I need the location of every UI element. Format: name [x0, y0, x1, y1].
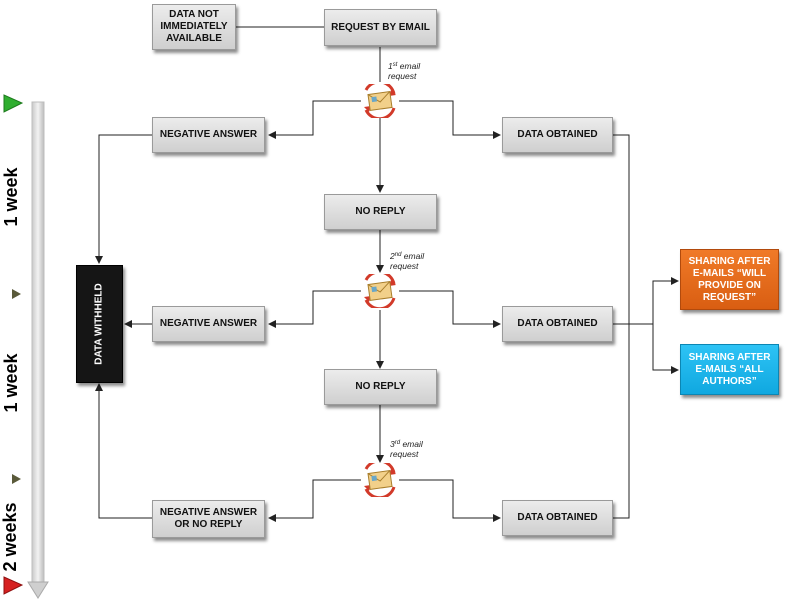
connector — [613, 134, 630, 519]
box-label: DATA OBTAINED — [517, 129, 598, 140]
box-label: REQUEST BY EMAIL — [331, 21, 430, 33]
connector — [268, 479, 361, 522]
data-obtained-box: DATA OBTAINED — [502, 306, 613, 342]
request-word: email — [402, 439, 423, 449]
box-label: DATA NOT IMMEDIATELY AVAILABLE — [160, 9, 228, 44]
timeline-label: 1 week — [1, 353, 21, 413]
box-label: SHARING AFTER E-MAILS “ALL AUTHORS” — [688, 351, 771, 387]
email-request-label: 1st email request — [388, 60, 420, 81]
end-marker-icon — [3, 576, 24, 595]
no-reply-box: NO REPLY — [324, 369, 437, 405]
box-label: DATA OBTAINED — [517, 318, 598, 329]
sharing-on-request-box: SHARING AFTER E-MAILS “WILL PROVIDE ON R… — [680, 249, 779, 310]
connector — [95, 134, 152, 264]
connector — [399, 100, 501, 139]
negative-answer-box: NEGATIVE ANSWER — [152, 117, 265, 153]
start-marker-icon — [3, 94, 24, 113]
timeline-label: 1 week — [1, 167, 21, 227]
mid-marker-icon — [12, 289, 21, 299]
connector — [652, 324, 679, 374]
box-label: DATA WITHHELD — [93, 283, 105, 365]
negative-or-no-reply-box: NEGATIVE ANSWER OR NO REPLY — [152, 500, 265, 538]
email-envelope-icon — [364, 463, 396, 497]
connector — [268, 100, 361, 139]
data-obtained-box: DATA OBTAINED — [502, 117, 613, 153]
request-number: 1 — [388, 61, 393, 71]
request-word: email — [399, 61, 421, 71]
email-envelope-icon — [364, 274, 396, 308]
request-word: request — [390, 449, 419, 459]
request-number: 3 — [390, 439, 395, 449]
sharing-all-authors-box: SHARING AFTER E-MAILS “ALL AUTHORS” — [680, 344, 779, 395]
data-not-available-box: DATA NOT IMMEDIATELY AVAILABLE — [152, 4, 236, 50]
request-word: request — [388, 71, 417, 81]
timeline-label: 2 weeks — [0, 502, 20, 572]
request-word: request — [390, 261, 419, 271]
box-label: NO REPLY — [355, 381, 406, 392]
email-envelope-icon — [364, 84, 396, 118]
connector — [652, 277, 679, 324]
negative-answer-box: NEGATIVE ANSWER — [152, 306, 265, 342]
box-label: NEGATIVE ANSWER OR NO REPLY — [159, 507, 258, 530]
data-obtained-box: DATA OBTAINED — [502, 500, 613, 536]
timeline-bar — [27, 101, 49, 599]
connector — [95, 383, 152, 519]
connector — [399, 290, 501, 328]
email-request-label: 2nd email request — [390, 250, 424, 271]
request-ordinal: nd — [394, 252, 402, 258]
request-word: email — [403, 251, 425, 261]
connector — [399, 479, 501, 522]
mid-marker-icon — [12, 474, 21, 484]
request-by-email-box: REQUEST BY EMAIL — [324, 9, 437, 46]
connector — [268, 290, 361, 328]
box-label: SHARING AFTER E-MAILS “WILL PROVIDE ON R… — [688, 255, 771, 303]
request-ordinal: rd — [394, 440, 401, 446]
request-number: 2 — [390, 251, 395, 261]
no-reply-box: NO REPLY — [324, 194, 437, 230]
email-request-label: 3rd email request — [390, 438, 423, 459]
box-label: DATA OBTAINED — [517, 512, 598, 523]
box-label: NO REPLY — [355, 206, 406, 217]
request-ordinal: st — [392, 62, 398, 68]
box-label: NEGATIVE ANSWER — [159, 129, 258, 140]
box-label: NEGATIVE ANSWER — [159, 318, 258, 329]
data-withheld-box: DATA WITHHELD — [76, 265, 123, 383]
